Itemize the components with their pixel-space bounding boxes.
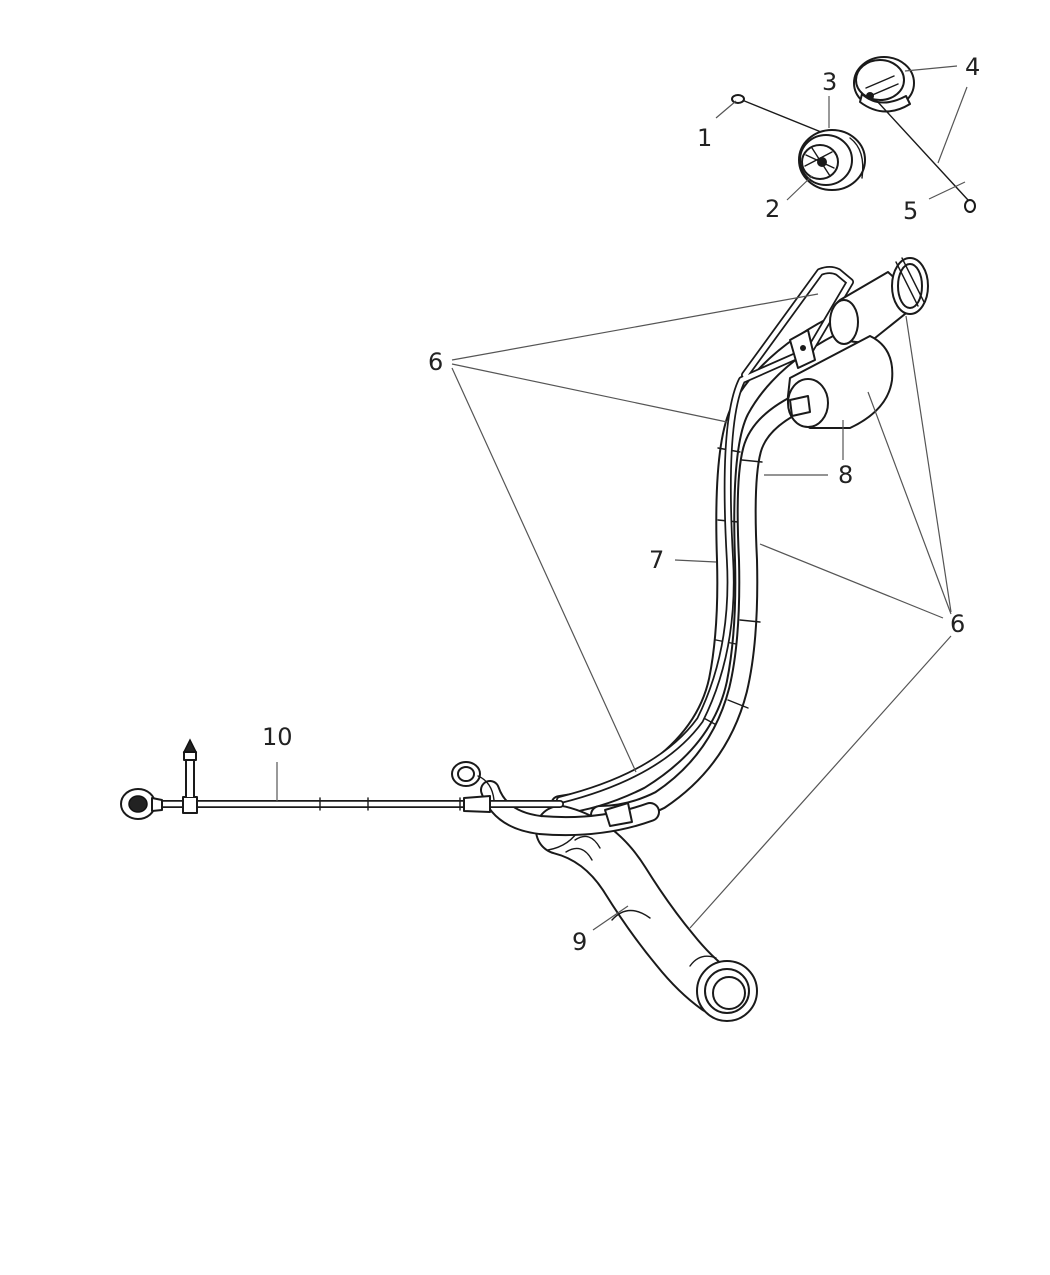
callout-6-lower: 6 [950,610,965,638]
part-8-vent-tube [590,390,815,825]
vapor-canister [786,335,894,429]
callout-8: 8 [838,461,853,489]
callout-9: 9 [572,928,587,956]
part-4-cap [853,56,915,113]
filler-neck-housing [829,257,929,345]
part-1-tether [731,94,827,135]
part-2-fuel-cap [798,129,866,191]
part-5-tether [875,99,976,213]
callout-labels: 1 2 3 4 5 6 6 7 8 9 10 [262,53,980,956]
callout-2: 2 [765,195,780,223]
callout-3: 3 [822,68,837,96]
callout-1: 1 [697,124,712,152]
leader-lines [276,65,968,931]
bracket-strap [556,266,854,804]
part-9-filler-hose [535,805,758,1022]
callout-6-upper: 6 [428,348,443,376]
part-10-vent-line [120,738,564,820]
callout-7: 7 [649,546,664,574]
callout-5: 5 [903,197,918,225]
callout-4: 4 [965,53,980,81]
callout-10: 10 [262,723,293,751]
